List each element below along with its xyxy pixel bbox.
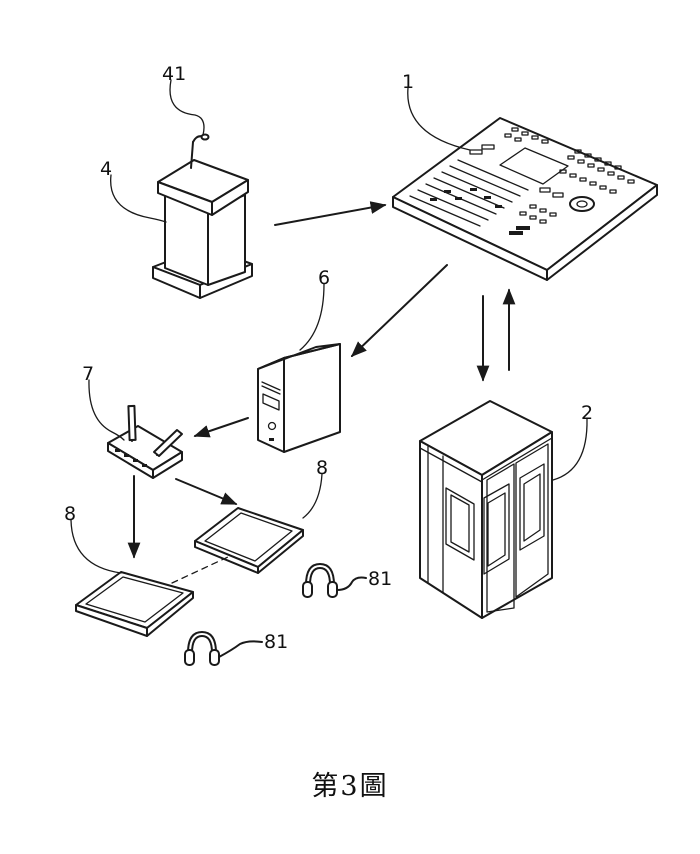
- wireless-router: [108, 406, 182, 478]
- label-microphone: 41: [162, 63, 186, 85]
- mixer-console: [393, 118, 657, 280]
- headphones-left: [185, 632, 262, 665]
- label-booth: 2: [581, 402, 593, 424]
- figure-caption: 第3圖: [0, 764, 700, 803]
- label-headphones-right: 81: [368, 568, 392, 590]
- dashed-link-tablets: [172, 557, 228, 583]
- label-headphones-left: 81: [264, 631, 288, 653]
- label-tablet-left: 8: [64, 503, 76, 525]
- arrow-computer-to-router: [195, 418, 248, 436]
- podium: [153, 135, 252, 299]
- label-mixer: 1: [402, 71, 414, 93]
- computer-tower: [258, 344, 340, 452]
- label-tablet-right: 8: [316, 457, 328, 479]
- arrow-router-to-tablet-right: [176, 479, 236, 504]
- tablet-right: [195, 508, 303, 573]
- arrow-mixer-to-computer: [352, 265, 447, 356]
- interpreter-booth: [420, 401, 552, 618]
- label-podium: 4: [100, 158, 112, 180]
- label-router: 7: [82, 363, 94, 385]
- label-computer: 6: [318, 267, 330, 289]
- arrow-podium-to-mixer: [275, 205, 385, 225]
- headphones-right: [303, 564, 366, 597]
